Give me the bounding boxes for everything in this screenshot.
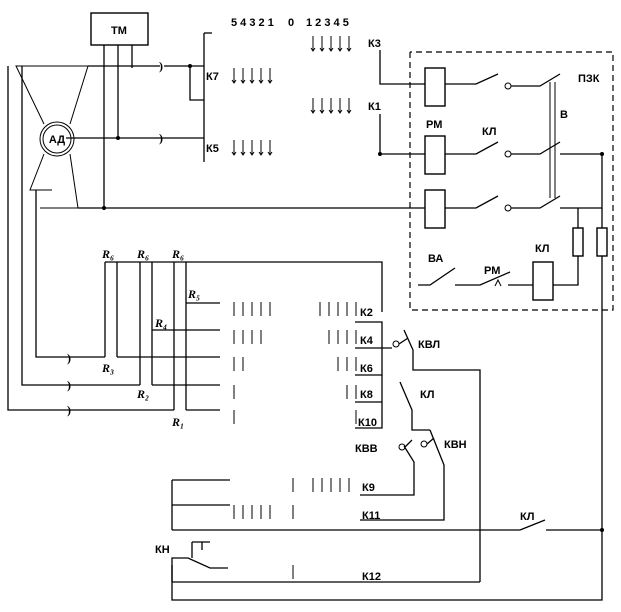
r6-label-3: R₆ [171, 247, 184, 261]
rm-top-label: РМ [426, 119, 442, 131]
coil-3 [424, 189, 446, 229]
r4-label: R₄ [154, 316, 167, 330]
pzk-label: ПЗК [578, 73, 600, 85]
k3-label: К3 [368, 38, 381, 50]
va-label: ВА [428, 253, 443, 265]
svg-text:): ) [159, 59, 163, 73]
svg-text:): ) [67, 378, 71, 392]
coil-2 [424, 135, 446, 175]
tick-rows-resistors [233, 302, 357, 424]
tick-row-k5 [231, 140, 273, 156]
k12-label: К12 [362, 571, 381, 583]
r2-label: R₂ [136, 387, 149, 401]
coil-1 [424, 67, 446, 107]
r6-label-1: R₆ [101, 247, 114, 261]
svg-text:): ) [67, 403, 71, 417]
rm-low-label: РМ [484, 265, 500, 277]
r3-label: R₃ [101, 361, 114, 375]
kl-bottom-label: КЛ [520, 511, 534, 523]
fuse-2 [596, 227, 608, 257]
v-label: В [560, 109, 568, 121]
k6-label: К6 [360, 363, 373, 375]
tick-row-k1 [310, 98, 352, 114]
r6-label-2: R₆ [136, 247, 149, 261]
kn-label: КН [155, 544, 170, 556]
k4-label: К4 [360, 335, 374, 347]
k2-label: К2 [360, 307, 373, 319]
tick-row-k7 [231, 68, 273, 84]
tick-row-k3 [310, 36, 352, 52]
r1-label: R₁ [171, 415, 184, 429]
positions-left: 5 4 3 2 1 [231, 17, 274, 29]
kl-coil [532, 261, 554, 301]
svg-text:): ) [67, 351, 71, 365]
motor-ad: АД [15, 65, 89, 209]
k10-label: К10 [358, 417, 377, 429]
pzk-enclosure [409, 51, 614, 311]
kl-coil-label: КЛ [535, 243, 549, 255]
k11-label: К11 [362, 510, 380, 522]
k9-label: К9 [362, 482, 375, 494]
k7-label: К7 [206, 71, 219, 83]
tick-rows-lower [233, 478, 350, 579]
positions-right: 1 2 3 4 5 [306, 17, 349, 29]
k8-label: К8 [360, 389, 373, 401]
kvl-label: КВЛ [418, 339, 440, 351]
fuse-1 [572, 227, 584, 257]
k5-label: К5 [206, 143, 219, 155]
kl-mid-label: КЛ [420, 389, 434, 401]
svg-text:): ) [159, 131, 163, 145]
kvn-label: КВН [444, 439, 467, 451]
r5-label: R₅ [187, 287, 200, 301]
tm-box: ТМ [90, 12, 149, 46]
kl-top-label: КЛ [482, 126, 496, 138]
motor-label: АД [49, 134, 65, 146]
tm-label: ТМ [111, 25, 127, 37]
kvv-label: КВВ [355, 443, 378, 455]
position-zero: 0 [288, 17, 294, 29]
k1-label: К1 [368, 101, 381, 113]
